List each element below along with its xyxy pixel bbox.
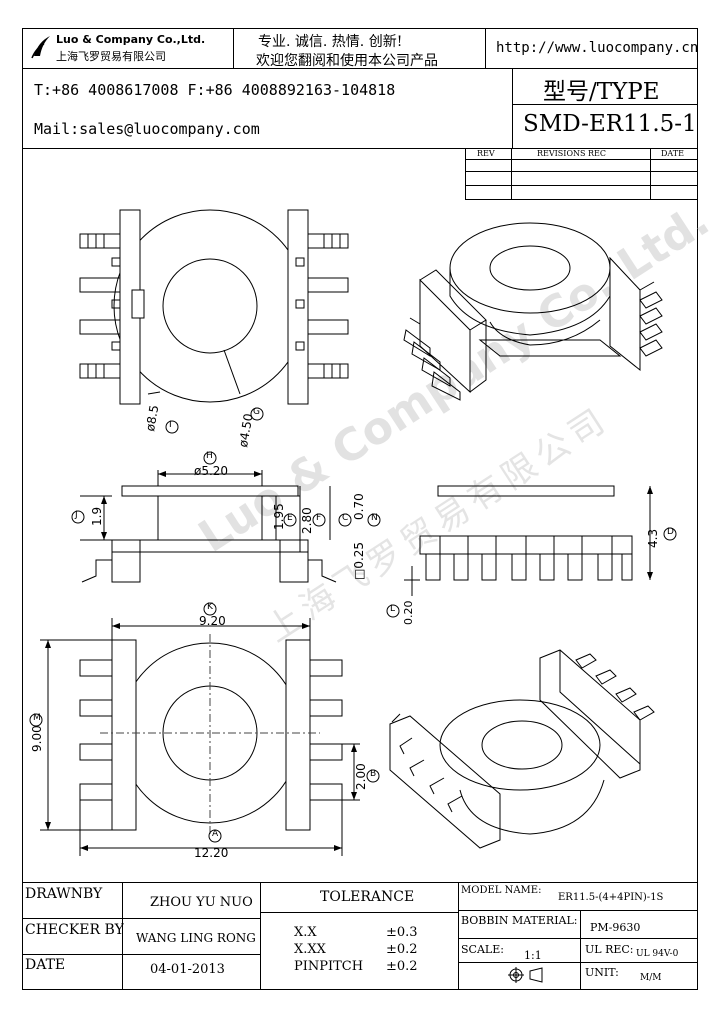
type-label: 型号/TYPE <box>543 79 660 105</box>
dim-a: 12.20 <box>194 846 229 860</box>
iso-view-top <box>403 222 663 401</box>
top-view-pins-right <box>307 233 349 379</box>
dim-m-tag: M <box>33 713 41 723</box>
date-col-header: DATE <box>661 149 684 158</box>
date-label: DATE <box>25 957 66 973</box>
bobbin-value: PM-9630 <box>590 921 641 934</box>
tol-xx-label: X.X <box>294 925 317 940</box>
dim-f-tag: F <box>316 513 322 523</box>
dim-c-tag: C <box>342 513 349 523</box>
dim-e-tag: E <box>287 513 293 523</box>
dim-h: ø5.20 <box>194 464 229 478</box>
company-logo <box>30 34 50 60</box>
dim-j-tag: J <box>75 510 78 520</box>
dim-e: 1.95 <box>272 503 286 530</box>
side-view-left <box>80 470 337 583</box>
dim-f: 2.80 <box>300 507 314 534</box>
side-view-right <box>404 485 651 596</box>
dim-n: □0.25 <box>352 541 366 580</box>
dim-c: 0.70 <box>352 493 366 520</box>
scale-label: SCALE: <box>461 943 504 956</box>
top-view-right-rail <box>287 209 309 405</box>
drawnby-value: ZHOU YU NUO <box>150 895 253 910</box>
checker-value: WANG LING RONG <box>136 931 256 945</box>
ul-rec-value: UL 94V-0 <box>636 949 679 959</box>
tol-xxx-label: X.XX <box>294 942 326 957</box>
tolerance-label: TOLERANCE <box>320 889 415 905</box>
iso-view-bottom <box>389 649 655 849</box>
slogan-line2: 欢迎您翻阅和使用本公司产品 <box>256 53 438 69</box>
model-value: ER11.5-(4+4PIN)-1S <box>558 892 664 903</box>
tol-pinpitch-label: PINPITCH <box>294 959 364 974</box>
dim-j: 1.9 <box>90 506 104 526</box>
model-label: MODEL NAME: <box>461 885 542 896</box>
date-value: 04-01-2013 <box>150 962 225 977</box>
projection-symbol-icon <box>508 966 548 984</box>
scale-value: 1:1 <box>524 949 542 962</box>
dim-k-tag: K <box>207 602 213 612</box>
drawnby-label: DRAWNBY <box>25 886 103 902</box>
email[interactable]: Mail:sales@luocompany.com <box>34 120 260 138</box>
dim-n-tag: N <box>371 513 378 523</box>
dim-h-tag: H <box>206 451 213 461</box>
dim-b: 2.00 <box>354 763 368 790</box>
company-name-en: Luo & Company Co.,Ltd. <box>56 33 206 46</box>
drawing-frame <box>22 28 698 990</box>
unit-value: M/M <box>640 973 662 983</box>
bottom-view <box>40 618 360 856</box>
rev-col-header: REV <box>477 149 495 158</box>
dim-k: 9.20 <box>199 614 226 628</box>
tol-xxx-value: ±0.2 <box>386 942 418 957</box>
revisions-col-header: REVISIONS REC <box>537 149 607 158</box>
dim-d: 4.3 <box>646 528 660 548</box>
top-view-pins-left <box>79 233 121 379</box>
unit-label: UNIT: <box>585 966 619 979</box>
bobbin-label: BOBBIN MATERIAL: <box>461 914 578 927</box>
dim-m: 9.00 <box>30 725 44 752</box>
tol-xx-value: ±0.3 <box>386 925 418 940</box>
company-name-cn: 上海飞罗贸易有限公司 <box>56 50 166 63</box>
dim-l-tag: L <box>390 604 396 614</box>
tol-pinpitch-value: ±0.2 <box>386 959 418 974</box>
dim-inner-diameter-tag: G <box>253 407 260 417</box>
dim-outer-diameter-tag: I <box>169 420 172 430</box>
type-value: SMD-ER11.5-1 <box>523 111 697 137</box>
checker-label: CHECKER BY <box>25 922 124 938</box>
dim-d-tag: D <box>667 527 674 537</box>
slogan-line1: 专业. 诚信. 热情. 创新! <box>258 34 403 50</box>
website-link[interactable]: http://www.luocompany.cn <box>496 40 699 56</box>
phone-fax: T:+86 4008617008 F:+86 4008892163-104818 <box>34 81 396 99</box>
dim-a-tag: A <box>212 829 219 839</box>
dim-b-tag: B <box>370 769 377 779</box>
bottom-view-centerlines <box>100 634 320 834</box>
ul-rec-label: UL REC: <box>585 943 634 956</box>
dim-l: 0.20 <box>402 600 415 626</box>
top-view-inner-bore <box>162 258 258 354</box>
